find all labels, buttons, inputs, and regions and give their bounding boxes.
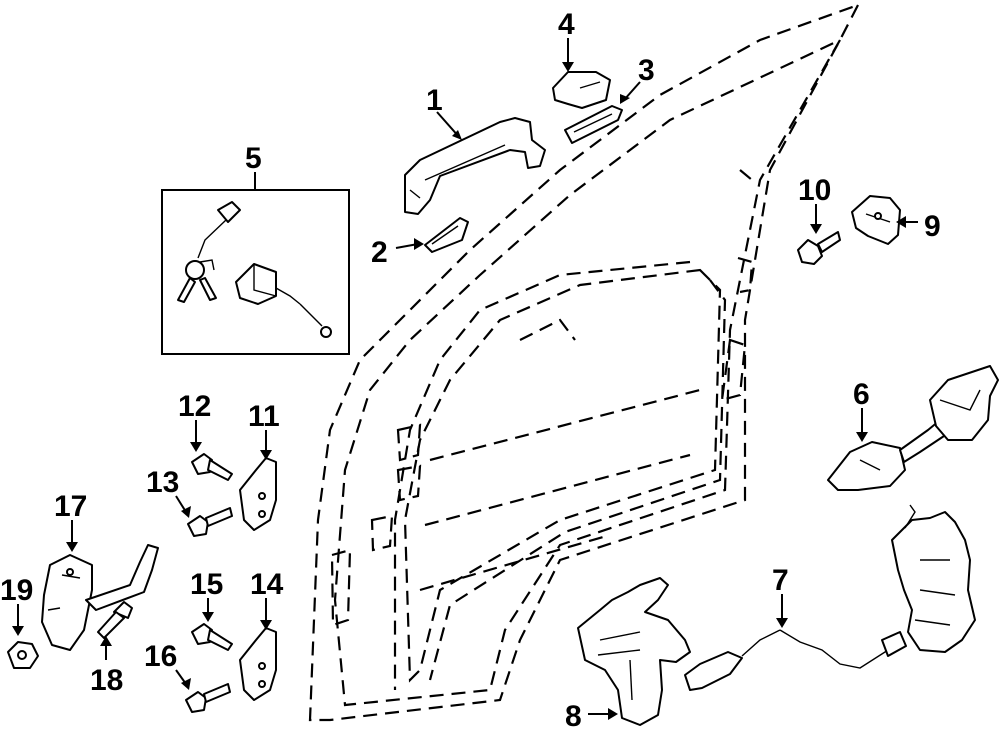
striker-drawing (851, 195, 901, 245)
callout-10: 10 (798, 174, 831, 207)
bolt-12-drawing (191, 453, 233, 481)
lower-hinge-drawing (239, 627, 277, 701)
callout-labels: 1 2 3 4 5 6 7 8 9 10 11 12 13 14 15 16 1… (0, 8, 941, 732)
callout-16: 16 (144, 640, 177, 673)
handle-bracket-drawing (577, 577, 691, 726)
callout-3: 3 (638, 54, 655, 87)
callout-11: 11 (248, 400, 280, 433)
nut-drawing (7, 641, 39, 669)
bolt-13-drawing (187, 507, 233, 537)
callout-8: 8 (565, 700, 582, 732)
latch-drawing (684, 504, 976, 691)
callout-12: 12 (178, 390, 211, 423)
callout-18: 18 (90, 664, 123, 697)
lock-cylinder-kit-drawing (161, 189, 350, 355)
callout-9: 9 (924, 210, 941, 243)
handle-cover-drawing (552, 71, 611, 109)
outside-handle-drawing (404, 117, 546, 215)
callout-19: 19 (0, 574, 33, 607)
door-check-drawing (41, 544, 159, 651)
callout-15: 15 (190, 568, 223, 601)
callout-13: 13 (146, 466, 179, 499)
bolt-15-drawing (191, 623, 233, 651)
callout-1: 1 (426, 84, 443, 117)
upper-hinge-drawing (239, 457, 277, 531)
callout-4: 4 (558, 8, 575, 41)
callout-7: 7 (772, 564, 789, 597)
door-outline (308, 3, 861, 722)
handle-pad-rear-drawing (564, 105, 623, 144)
callout-5: 5 (245, 142, 262, 175)
callout-2: 2 (371, 236, 388, 269)
bolt-18-drawing (97, 601, 133, 639)
callout-6: 6 (853, 378, 870, 411)
callout-14: 14 (250, 568, 284, 601)
callout-17: 17 (54, 490, 87, 523)
bolt-16-drawing (185, 683, 231, 713)
handle-pad-front-drawing (424, 217, 469, 253)
inside-handle-drawing (827, 365, 999, 491)
leader-lines (12, 38, 918, 720)
striker-screw-drawing (797, 231, 841, 265)
